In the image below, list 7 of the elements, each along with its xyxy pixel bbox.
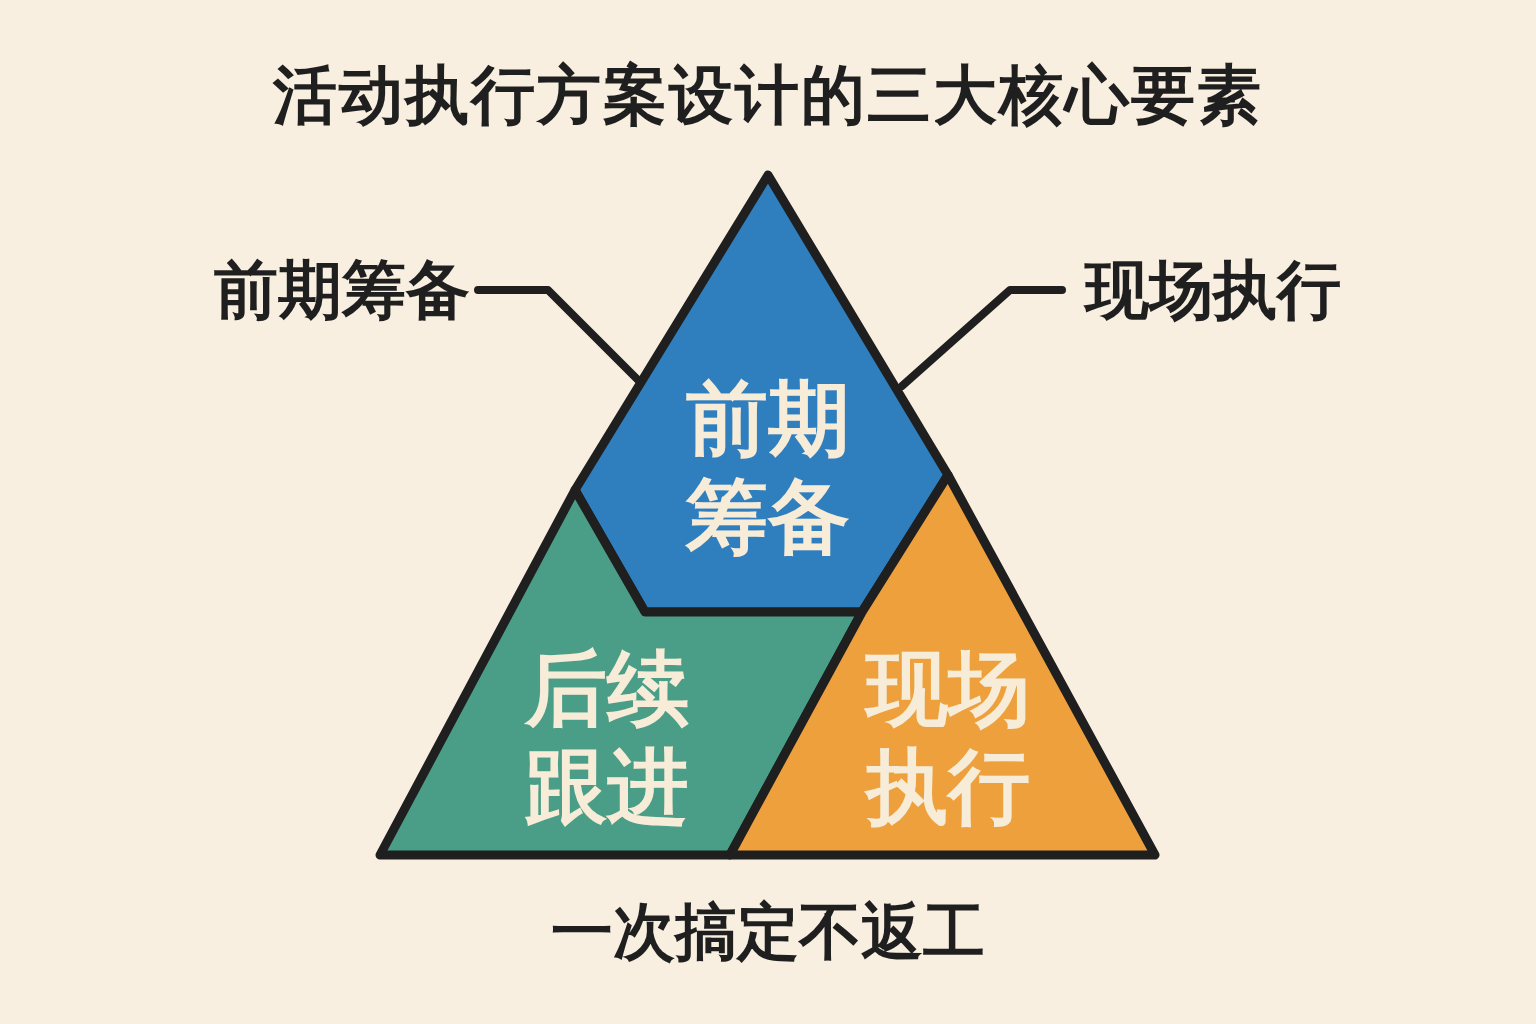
side-label: 前期筹备 — [150, 250, 470, 330]
leader-line — [898, 286, 1066, 390]
segment-label: 现场执行 — [861, 639, 1035, 837]
title: 活动执行方案设计的三大核心要素 — [273, 57, 1263, 134]
side-label: 现场执行 — [1085, 250, 1405, 330]
segment-label: 后续跟进 — [520, 639, 694, 837]
caption: 一次搞定不返工 — [551, 894, 985, 970]
